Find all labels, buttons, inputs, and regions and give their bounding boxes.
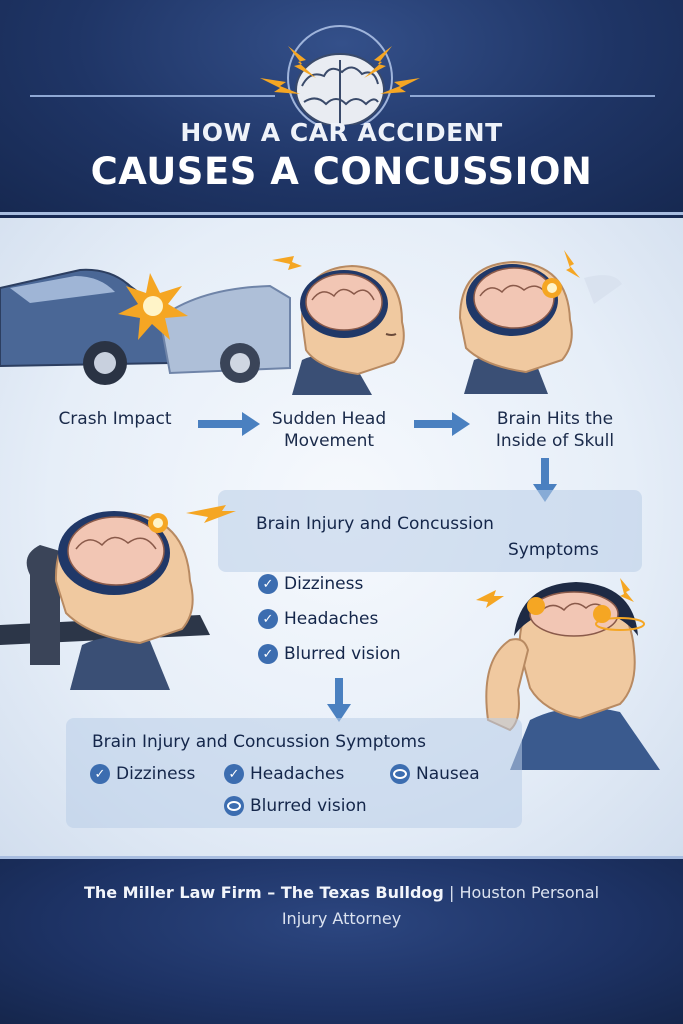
step-label: Crash Impact <box>58 409 172 429</box>
lightning-icon <box>476 590 504 608</box>
step-head-movement: Sudden Head Movement <box>254 408 404 452</box>
seated-person-illustration <box>0 505 236 690</box>
symptom-item: ✓ Blurred vision <box>258 644 401 664</box>
person-headache-illustration <box>476 578 660 770</box>
step-label: Movement <box>283 431 375 451</box>
firm-name: The Miller Law Firm – The Texas Bulldog <box>83 883 444 902</box>
symptom-item: ✓ Headaches <box>224 764 344 784</box>
symptom-label: Blurred vision <box>284 644 401 664</box>
arrow-right-icon <box>198 412 260 436</box>
symptom-item: ✓ Dizziness <box>90 764 195 784</box>
symptom-item: Nausea <box>390 764 480 784</box>
header-divider-right <box>410 95 655 97</box>
step-brain-hits-skull: Brain Hits the Inside of Skull <box>470 408 640 452</box>
lightning-icon <box>564 250 580 278</box>
symptom-label: Headaches <box>284 609 379 629</box>
symptom-label: Nausea <box>416 764 480 784</box>
symptom-item: ✓ Dizziness <box>258 574 363 594</box>
footer-tagline: Injury Attorney <box>281 909 402 928</box>
lightning-icon <box>260 46 420 94</box>
step-label: Brain Hits the <box>496 409 614 429</box>
symptoms-panel-lower <box>66 718 522 828</box>
panel-title: Symptoms <box>508 540 599 560</box>
check-icon: ✓ <box>224 764 244 784</box>
footer-separator-bar: | <box>448 883 455 902</box>
page-title-line2: CAUSES A CONCUSSION <box>90 150 593 193</box>
lightning-icon <box>186 505 236 523</box>
symptom-item: Blurred vision <box>224 796 367 816</box>
symptoms-panel-upper <box>218 490 642 572</box>
symptom-label: Headaches <box>250 764 345 784</box>
eye-icon <box>390 764 410 784</box>
step-label: Inside of Skull <box>495 431 615 451</box>
header-divider-left <box>30 95 275 97</box>
header-separator <box>0 212 683 215</box>
check-icon: ✓ <box>258 644 278 664</box>
brain-icon <box>295 53 385 125</box>
check-icon: ✓ <box>258 609 278 629</box>
step-crash-impact: Crash Impact <box>30 408 200 430</box>
arrow-down-icon <box>327 678 351 722</box>
symptom-label: Blurred vision <box>250 796 367 816</box>
footer <box>0 856 683 1024</box>
panel-title: Brain Injury and Concussion <box>256 514 494 534</box>
lightning-icon <box>272 256 302 270</box>
symptom-item: ✓ Headaches <box>258 609 378 629</box>
step-label: Sudden Head <box>271 409 387 429</box>
arrow-right-icon <box>414 412 470 436</box>
head-movement-illustration <box>272 256 405 395</box>
brain-impact-illustration <box>458 250 622 394</box>
footer-tagline: Houston Personal <box>459 883 600 902</box>
symptom-label: Dizziness <box>116 764 196 784</box>
footer-separator <box>0 856 683 859</box>
header-brain-emblem <box>260 25 420 125</box>
symptom-label: Dizziness <box>284 574 364 594</box>
eye-icon <box>224 796 244 816</box>
panel-title: Brain Injury and Concussion Symptoms <box>92 732 426 752</box>
lightning-icon <box>620 578 634 602</box>
check-icon: ✓ <box>90 764 110 784</box>
footer-credit: The Miller Law Firm – The Texas Bulldog … <box>20 880 663 932</box>
page-title-line1: HOW A CAR ACCIDENT <box>180 118 503 147</box>
car-crash-illustration <box>0 268 291 385</box>
check-icon: ✓ <box>258 574 278 594</box>
